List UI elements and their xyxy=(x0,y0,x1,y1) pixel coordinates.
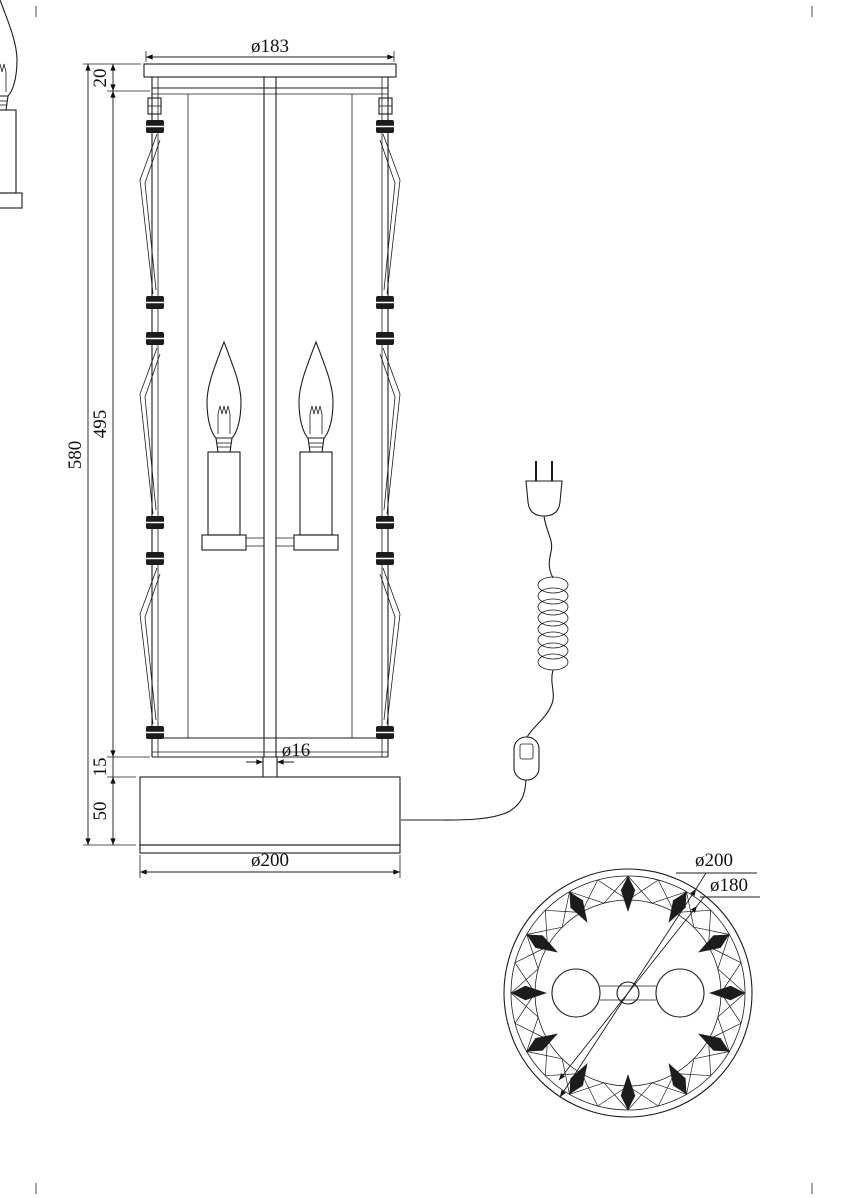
crystal-drops xyxy=(139,133,161,725)
bulb-right-top-view xyxy=(655,968,705,1018)
dim-stem-height: 15 xyxy=(90,758,111,777)
candle-bulb xyxy=(0,0,23,209)
top-view-dimensions: ø200 ø180 xyxy=(558,850,760,1098)
crystal-clamps xyxy=(146,97,164,739)
cord-coil xyxy=(537,576,569,671)
dim-base-diameter: ø200 xyxy=(251,850,289,871)
lamp-base xyxy=(139,776,401,846)
registration-marks xyxy=(35,6,813,1194)
bulb-left-top-view xyxy=(551,968,601,1018)
dim-total-height: 580 xyxy=(65,441,86,470)
inline-switch xyxy=(513,736,540,781)
front-view xyxy=(0,0,401,854)
top-plate xyxy=(143,63,397,78)
dim-plate-height: 20 xyxy=(90,69,111,88)
front-dimensions: ø183 20 495 580 15 50 ø16 ø200 xyxy=(65,36,401,878)
top-view: ø200 ø180 xyxy=(503,850,760,1118)
dim-top-view-inner: ø180 xyxy=(710,875,748,896)
dim-body-height: 495 xyxy=(90,410,111,439)
dim-base-height: 50 xyxy=(90,802,111,821)
dim-top-diameter: ø183 xyxy=(251,36,289,57)
dim-stem-diameter: ø16 xyxy=(282,740,311,761)
power-cord xyxy=(401,461,569,821)
plug xyxy=(525,461,563,517)
dim-top-view-outer: ø200 xyxy=(695,850,733,871)
